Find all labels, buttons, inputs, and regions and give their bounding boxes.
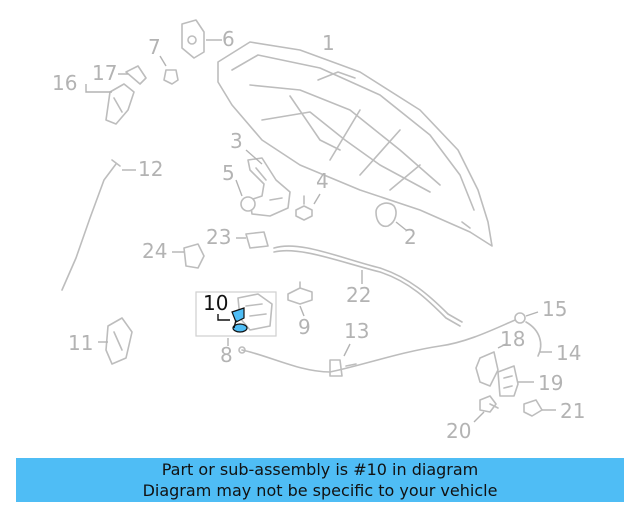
part-bolt-20	[479, 395, 499, 413]
label-3: 3	[230, 129, 243, 153]
part-seal-22	[273, 245, 463, 327]
label-12: 12	[138, 157, 163, 181]
part-clip-23	[245, 231, 269, 249]
part-seal-16	[105, 83, 135, 125]
part-bumper-2	[375, 202, 397, 228]
label-6: 6	[222, 27, 235, 51]
part-bolt-9	[287, 281, 313, 305]
label-16: 16	[52, 71, 77, 95]
info-banner: Part or sub-assembly is #10 in diagram D…	[16, 458, 624, 502]
part-bracket-6	[181, 19, 205, 59]
part-cable-13	[238, 317, 521, 377]
part-switch-10-highlighted	[231, 307, 248, 333]
label-1: 1	[322, 31, 335, 55]
label-14: 14	[556, 341, 581, 365]
label-20: 20	[446, 419, 471, 443]
label-22: 22	[346, 283, 371, 307]
label-21: 21	[560, 399, 585, 423]
label-23: 23	[206, 225, 231, 249]
banner-line-1: Part or sub-assembly is #10 in diagram	[161, 460, 479, 479]
label-2: 2	[404, 225, 417, 249]
part-hood	[217, 41, 493, 247]
label-13: 13	[344, 319, 369, 343]
label-11: 11	[68, 331, 93, 355]
label-5: 5	[222, 161, 235, 185]
label-24: 24	[142, 239, 167, 263]
part-cable-14	[525, 321, 542, 357]
label-17: 17	[92, 61, 117, 85]
label-8: 8	[220, 343, 233, 367]
label-4: 4	[316, 169, 329, 193]
label-9: 9	[298, 315, 311, 339]
part-handle-18	[475, 351, 499, 387]
label-18: 18	[500, 327, 525, 351]
part-hinge-3	[240, 157, 291, 217]
part-clip-21	[523, 399, 543, 417]
part-bracket-11	[105, 317, 133, 365]
part-bracket-19	[497, 365, 519, 397]
label-19: 19	[538, 371, 563, 395]
label-10: 10	[203, 291, 228, 315]
banner-line-2: Diagram may not be specific to your vehi…	[142, 481, 498, 500]
part-clip-17	[125, 65, 147, 85]
label-7: 7	[148, 35, 161, 59]
part-screw-7	[163, 69, 179, 85]
label-15: 15	[542, 297, 567, 321]
part-bumper-24	[183, 243, 205, 269]
part-clip-15	[514, 312, 526, 324]
part-prop-rod-12	[61, 159, 121, 291]
part-bolt-4	[295, 195, 313, 221]
